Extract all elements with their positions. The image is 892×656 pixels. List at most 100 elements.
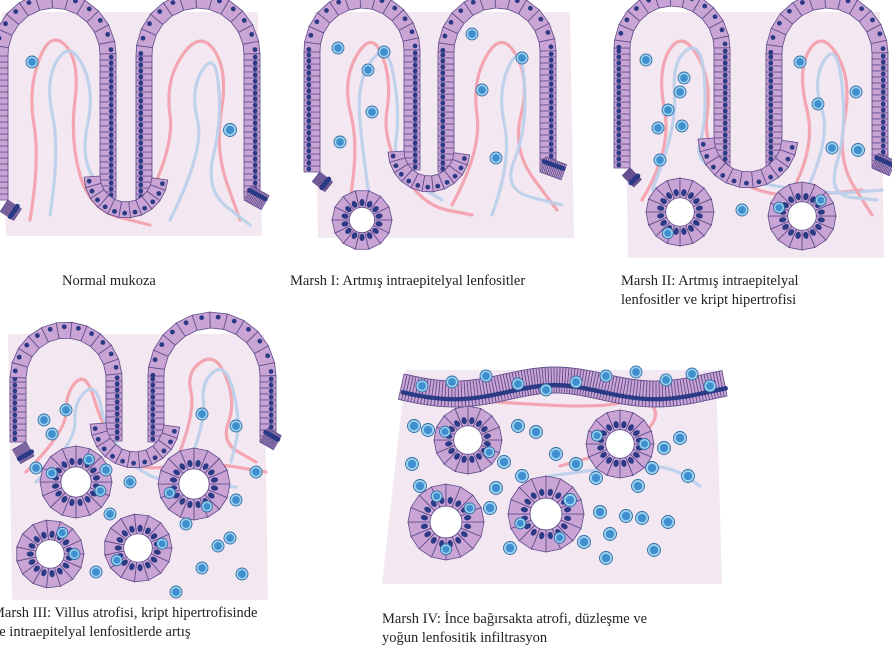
lymphocyte-nucleus — [592, 474, 600, 482]
cell-nucleus — [253, 133, 258, 138]
cell-nucleus — [336, 0, 341, 5]
cell-nucleus — [440, 101, 445, 106]
epithelial-cell — [148, 424, 164, 430]
epithelial-cell — [100, 126, 116, 132]
cell-nucleus — [150, 419, 155, 424]
lymphocyte-nucleus — [506, 544, 514, 552]
cell-nucleus — [269, 395, 274, 400]
lymphocyte-nucleus — [518, 472, 526, 480]
cell-nucleus — [253, 151, 258, 156]
cell-nucleus — [242, 18, 247, 23]
epithelial-cell — [540, 51, 556, 57]
cell-nucleus — [778, 167, 783, 172]
caption-marsh4-line1: Marsh IV: İnce bağırsakta atrofi, düzleş… — [382, 610, 647, 629]
epithelial-cell — [106, 393, 122, 399]
cell-nucleus — [440, 77, 445, 82]
lymphocyte-nucleus — [238, 570, 246, 578]
cell-nucleus — [24, 343, 29, 348]
lymphocyte-nucleus — [203, 503, 210, 510]
cell-nucleus — [138, 105, 143, 110]
epithelial-cell — [0, 110, 8, 116]
cell-nucleus — [138, 147, 143, 152]
cell-nucleus — [170, 330, 175, 335]
cell-nucleus — [138, 141, 143, 146]
gland-cell-nucleus — [27, 551, 34, 556]
cell-nucleus — [150, 401, 155, 406]
cell-nucleus — [881, 46, 886, 51]
cell-nucleus — [881, 126, 886, 131]
cell-nucleus — [306, 113, 311, 118]
cell-nucleus — [257, 339, 262, 344]
cell-nucleus — [253, 181, 258, 186]
epithelial-cell — [0, 158, 8, 164]
epithelial-cell — [244, 102, 260, 108]
cell-nucleus — [701, 142, 706, 147]
cell-nucleus — [115, 400, 120, 405]
cell-nucleus — [109, 115, 114, 120]
cell-nucleus — [549, 44, 554, 49]
epithelial-cell — [872, 53, 888, 59]
epithelial-cell — [244, 84, 260, 90]
epithelial-cell — [136, 176, 152, 182]
cell-nucleus — [138, 177, 143, 182]
lymphocyte-nucleus — [172, 588, 180, 596]
gland-lumen — [454, 426, 483, 455]
cell-nucleus — [269, 377, 274, 382]
cell-nucleus — [13, 9, 18, 14]
cell-nucleus — [87, 179, 92, 184]
epithelial-cell — [136, 92, 152, 98]
cell-nucleus — [546, 30, 551, 35]
cell-nucleus — [459, 166, 464, 171]
cell-nucleus — [881, 90, 886, 95]
epithelial-cell — [244, 150, 260, 156]
cell-nucleus — [403, 16, 408, 21]
epithelial-cell — [244, 60, 260, 66]
epithelial-cell — [244, 162, 260, 168]
cell-nucleus — [406, 179, 411, 184]
cell-nucleus — [881, 108, 886, 113]
cell-nucleus — [723, 115, 728, 120]
epithelial-cell — [0, 194, 8, 200]
cell-nucleus — [138, 183, 143, 188]
cell-nucleus — [440, 149, 445, 154]
cell-nucleus — [138, 75, 143, 80]
cell-nucleus — [768, 133, 773, 138]
lymphocyte-nucleus — [638, 514, 646, 522]
cell-nucleus — [723, 61, 728, 66]
lymphocyte-nucleus — [232, 422, 240, 430]
cell-nucleus — [440, 137, 445, 142]
lymphocyte-nucleus — [59, 529, 66, 536]
cell-nucleus — [616, 67, 621, 72]
cell-nucleus — [616, 61, 621, 66]
cell-nucleus — [440, 59, 445, 64]
cell-nucleus — [150, 383, 155, 388]
epithelial-cell — [100, 66, 116, 72]
cell-nucleus — [112, 209, 117, 214]
caption-marsh1: Marsh I: Artmış intraepitelyal lenfositl… — [290, 272, 525, 291]
caption-marsh2-line2: lenfositler ve kript hipertrofisi — [621, 291, 799, 310]
epithelial-cell — [10, 418, 26, 424]
lymphocyte-nucleus — [684, 472, 692, 480]
crypt-gland — [158, 448, 230, 520]
cell-nucleus — [12, 401, 17, 406]
epithelial-cell — [244, 120, 260, 126]
cell-nucleus — [109, 169, 114, 174]
cell-nucleus — [616, 73, 621, 78]
cell-nucleus — [723, 97, 728, 102]
cell-nucleus — [616, 133, 621, 138]
cell-nucleus — [415, 183, 420, 188]
cell-nucleus — [150, 437, 155, 442]
lymphocyte-nucleus — [580, 538, 588, 546]
epithelial-cell — [136, 122, 152, 128]
epithelial-cell — [136, 158, 152, 164]
cell-nucleus — [269, 369, 274, 374]
cell-nucleus — [306, 101, 311, 106]
cell-nucleus — [440, 143, 445, 148]
epithelial-cell — [136, 152, 152, 158]
cell-nucleus — [275, 437, 280, 442]
epithelial-cell — [244, 126, 260, 132]
epithelial-cell — [100, 168, 116, 174]
cell-nucleus — [96, 437, 101, 442]
cell-nucleus — [440, 125, 445, 130]
